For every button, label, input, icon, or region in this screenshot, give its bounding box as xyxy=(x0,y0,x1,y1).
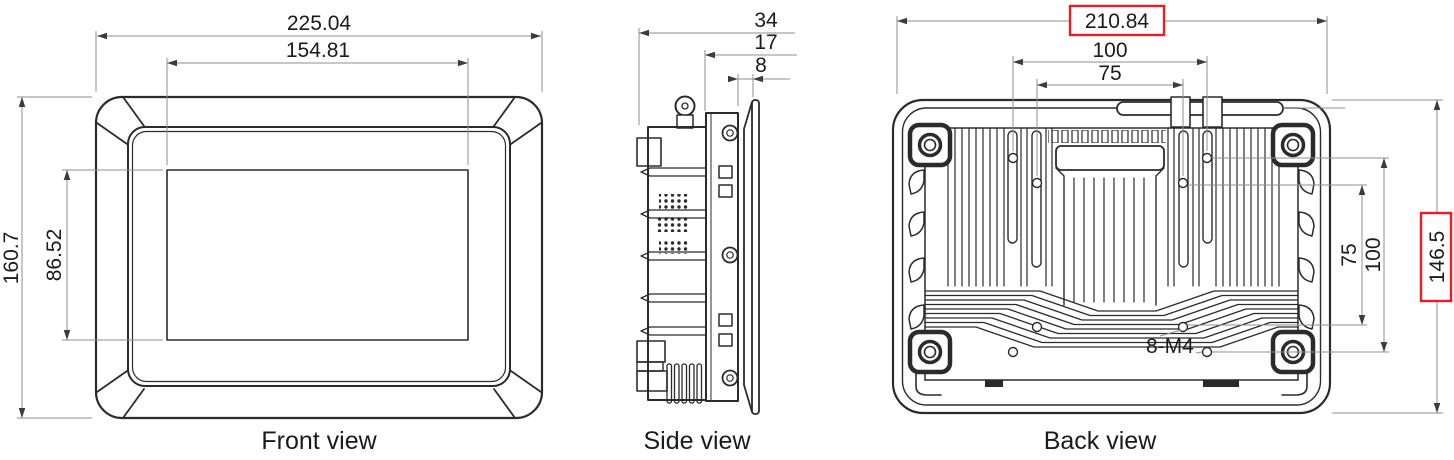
back-view: 210.84 100 75 75 100 146.5 xyxy=(891,4,1453,415)
dim-side-total-depth-value: 34 xyxy=(754,9,778,32)
back-top-slot-row xyxy=(1048,130,1166,143)
side-view: 34 17 8 xyxy=(636,9,797,415)
back-heatsink-fins-right xyxy=(1167,127,1280,287)
side-connector-slots xyxy=(666,363,703,404)
dim-back-mount-width: 210.84 xyxy=(896,4,1328,94)
dim-back-mount-height-value: 146.5 xyxy=(1426,231,1449,284)
side-mounting-plate xyxy=(705,112,739,402)
side-vent-holes xyxy=(657,217,689,232)
dim-front-overall-width: 225.04 xyxy=(95,12,543,92)
back-screw-callout-label: 8-M4 xyxy=(1146,335,1194,358)
dim-back-vesa-width-75-value: 75 xyxy=(1098,62,1121,85)
side-heatsink-fins xyxy=(640,167,707,336)
dim-back-vesa-width-100: 100 xyxy=(1012,39,1208,151)
back-vesa-holes xyxy=(1007,152,1213,358)
back-bottom-strip xyxy=(915,363,1308,396)
dim-back-vesa-height-75: 75 xyxy=(1188,184,1367,326)
dim-front-display-height: 86.52 xyxy=(43,169,163,341)
back-heatsink-valley xyxy=(924,290,1299,348)
highlight-box-mount-width xyxy=(1068,4,1166,37)
back-case-outer xyxy=(891,98,1332,415)
back-case-inner xyxy=(901,107,1322,406)
dim-back-vesa-height-100-value: 100 xyxy=(1362,237,1385,272)
screw-boss xyxy=(907,329,953,375)
dim-front-overall-height-value: 160.7 xyxy=(0,232,23,285)
screw-boss xyxy=(1270,122,1316,168)
front-corner-seams xyxy=(96,96,542,419)
dim-back-vesa-height-100: 100 xyxy=(1212,157,1389,353)
dim-front-display-width: 154.81 xyxy=(166,39,469,165)
front-screen xyxy=(166,169,469,341)
dim-back-vesa-height-75-value: 75 xyxy=(1338,243,1361,266)
dim-side-mount-depth: 17 xyxy=(704,31,797,111)
dim-back-mount-height: 146.5 xyxy=(1332,99,1453,414)
back-center-fins xyxy=(1073,177,1145,303)
dim-front-overall-width-value: 225.04 xyxy=(287,12,352,35)
back-side-latches xyxy=(908,169,1315,330)
dim-back-vesa-width-100-value: 100 xyxy=(1092,39,1127,62)
dim-front-overall-height: 160.7 xyxy=(0,96,92,419)
back-antenna-bar xyxy=(1116,96,1345,128)
highlight-box-mount-height xyxy=(1419,211,1453,303)
side-chassis xyxy=(636,126,707,404)
back-center-recess xyxy=(1048,130,1166,306)
front-view-label: Front view xyxy=(261,427,377,455)
front-case xyxy=(94,95,544,420)
back-corner-screw-bosses xyxy=(907,122,1316,375)
side-view-label: Side view xyxy=(644,427,752,455)
back-view-label: Back view xyxy=(1044,427,1157,455)
dim-back-mount-width-value: 210.84 xyxy=(1085,10,1150,33)
front-bezel-outer xyxy=(127,126,511,387)
side-antenna-connector xyxy=(674,95,696,129)
dim-front-display-height-value: 86.52 xyxy=(43,229,66,282)
side-vent-holes xyxy=(659,239,689,254)
back-screw-callout: 8-M4 xyxy=(1146,329,1203,358)
dim-side-bezel-depth-value: 8 xyxy=(755,54,767,77)
front-view: 225.04 154.81 160.7 86.52 xyxy=(0,12,544,420)
dim-side-mount-depth-value: 17 xyxy=(754,31,777,54)
side-front-bezel xyxy=(743,99,760,415)
dim-back-vesa-width-75: 75 xyxy=(1036,62,1184,176)
side-vent-holes xyxy=(659,194,689,210)
dim-side-total-depth: 34 xyxy=(638,9,795,125)
dim-side-bezel-depth: 8 xyxy=(728,54,790,106)
front-bezel-inner xyxy=(131,130,507,383)
screw-boss xyxy=(907,122,953,168)
back-heatsink-fins-left xyxy=(947,127,1053,287)
dim-front-display-width-value: 154.81 xyxy=(286,39,350,62)
